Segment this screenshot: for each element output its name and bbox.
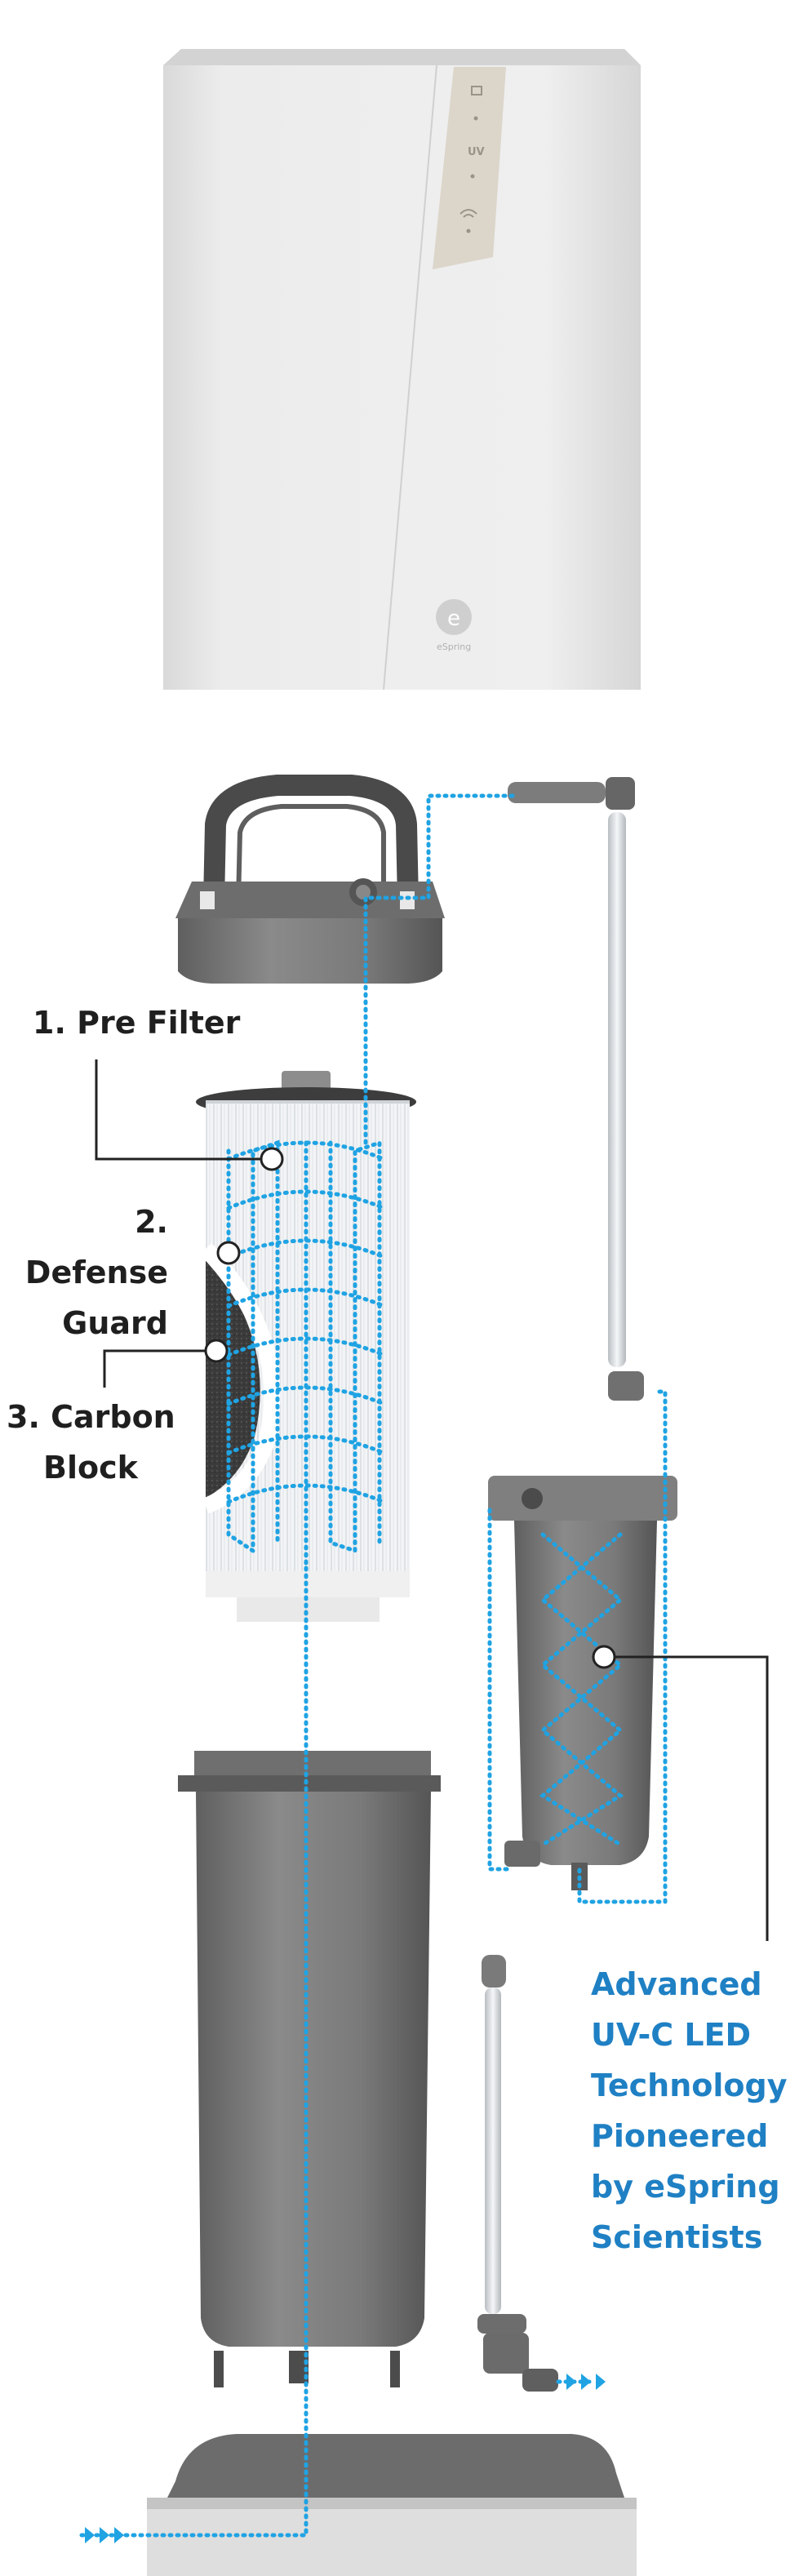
- uv-led-line-1: Advanced: [591, 1966, 762, 2002]
- brand-name: eSpring: [437, 642, 471, 652]
- arrow-right-icon: [114, 2527, 124, 2543]
- uv-led-line-2: UV-C LED: [591, 2017, 752, 2053]
- wifi-icon: [459, 209, 477, 218]
- base-unit: [147, 2434, 637, 2576]
- lower-uv-tube: [477, 1955, 558, 2392]
- pre-filter-text: 1. Pre Filter: [33, 1005, 241, 1041]
- uv-led-label: Advanced UV-C LED Technology Pioneered b…: [591, 1959, 795, 2263]
- filter-status-icon: [471, 86, 482, 95]
- uv-led-line-4: Pioneered: [591, 2118, 769, 2154]
- dot-icon: [470, 174, 475, 179]
- dot-icon: [466, 229, 471, 233]
- defense-guard-cutaway: [199, 1243, 281, 1514]
- logo-letter: e: [447, 606, 460, 631]
- carbon-block-line-2: Block: [43, 1450, 138, 1486]
- control-panel: UV: [433, 67, 506, 269]
- filter-housing: [178, 1751, 441, 2387]
- arrow-right-icon: [85, 2527, 95, 2543]
- espring-device: UV e eSpring: [163, 49, 641, 691]
- pre-filter-label: 1. Pre Filter: [33, 997, 240, 1048]
- defense-guard-line-1: 2. Defense: [24, 1204, 168, 1290]
- water-outlet-arrows: [566, 2374, 606, 2390]
- uv-icon-text: UV: [468, 146, 485, 158]
- arrow-right-icon: [596, 2374, 606, 2390]
- defense-guard-line-2: Guard: [62, 1305, 168, 1341]
- uv-led-line-3: Technology: [591, 2067, 788, 2103]
- uv-led-line-6: Scientists: [591, 2219, 763, 2255]
- carbon-block-label: 3. Carbon Block: [7, 1392, 175, 1493]
- arrow-right-icon: [566, 2374, 576, 2390]
- callouts: [95, 1059, 769, 1941]
- carbon-block-cutaway: [206, 1257, 260, 1498]
- carbon-block-line-1: 3. Carbon: [7, 1399, 175, 1435]
- arrow-right-icon: [581, 2374, 591, 2390]
- water-inlet-arrows: [85, 2527, 124, 2543]
- uv-led-line-5: by eSpring: [591, 2169, 780, 2205]
- uv-chamber: [488, 1476, 677, 1890]
- dot-icon: [473, 116, 478, 121]
- arrow-right-icon: [100, 2527, 109, 2543]
- defense-guard-label: 2. Defense Guard: [7, 1197, 168, 1348]
- espring-logo: e eSpring: [436, 599, 472, 652]
- upper-uv-tube: [508, 777, 644, 1401]
- top-cap: [175, 775, 445, 984]
- water-flow-path: [79, 793, 668, 2538]
